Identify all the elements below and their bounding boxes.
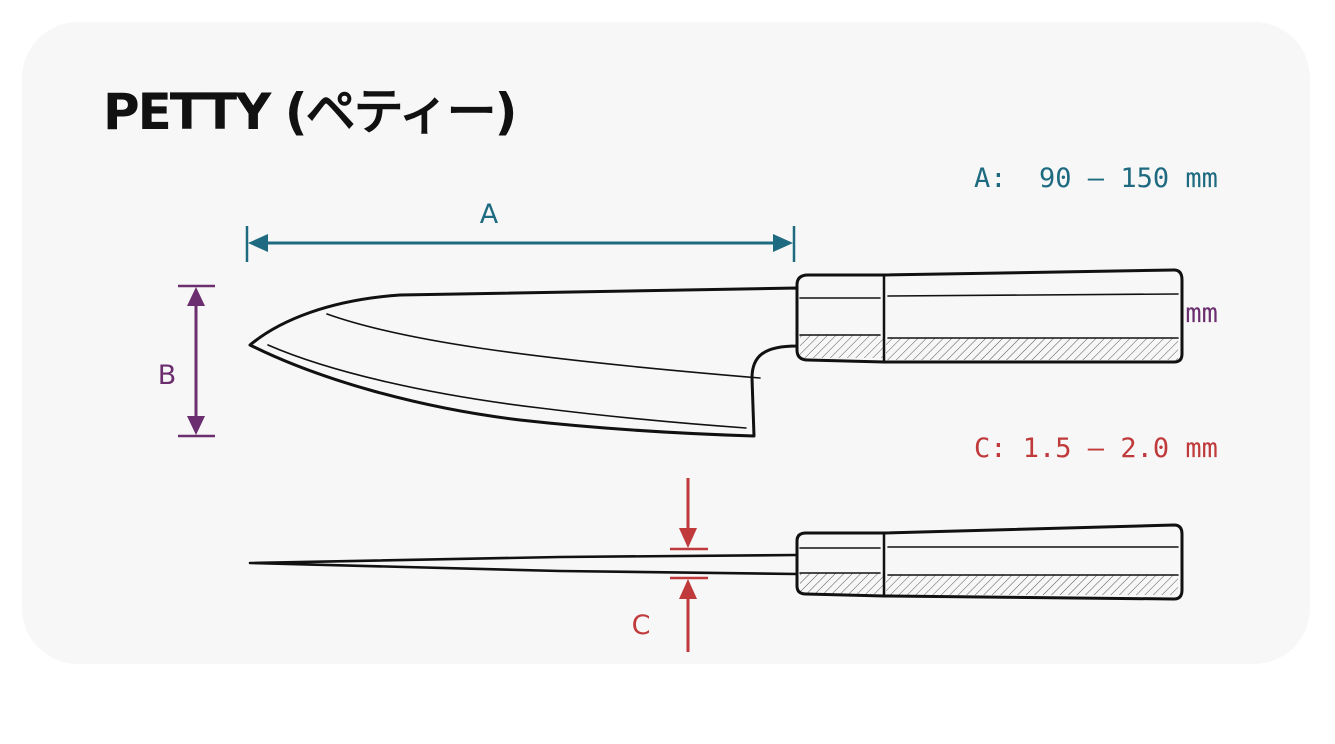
spec-label-a: A: xyxy=(974,163,1007,194)
top-handle-outline xyxy=(795,523,1184,601)
spec-row-c: C: 1.5 – 2.0 mm xyxy=(974,426,1218,471)
top-handle-hatch xyxy=(886,575,1178,595)
knife-side-view xyxy=(248,268,1184,438)
page-title: PETTY (ペティー) xyxy=(103,83,517,141)
side-handle-hatch xyxy=(886,338,1178,360)
side-blade-bevel-lower xyxy=(267,344,747,429)
top-ferrule-hatch xyxy=(800,573,884,594)
side-handle-outline xyxy=(795,268,1184,364)
dim-b-arrow-top xyxy=(187,287,205,306)
top-handle-facet-top xyxy=(799,546,1179,549)
dimension-a: A xyxy=(245,199,796,262)
knife-top-view xyxy=(248,523,1184,601)
top-blade-outline xyxy=(248,553,799,576)
spec-value-a: 90 – 150 mm xyxy=(1022,163,1218,194)
dim-a-label: A xyxy=(480,199,499,230)
dim-c-label: C xyxy=(632,610,651,641)
side-ferrule-hatch xyxy=(800,335,884,358)
spec-row-a: A: 90 – 150 mm xyxy=(974,156,1218,201)
spec-label-c: C: xyxy=(974,433,1007,464)
side-handle-facet-bottom xyxy=(799,334,1179,339)
dim-b-arrow-bottom xyxy=(187,416,205,435)
dim-b-label: B xyxy=(158,360,177,391)
dim-a-arrow-right xyxy=(773,234,793,252)
top-handle-facet-bottom xyxy=(799,572,1179,576)
dimension-b: B xyxy=(158,284,215,438)
spec-value-c: 1.5 – 2.0 mm xyxy=(1022,433,1218,464)
side-blade-bevel-upper xyxy=(326,313,761,379)
dimension-c: C xyxy=(632,478,708,652)
side-handle xyxy=(795,268,1184,364)
side-blade-outline xyxy=(248,286,799,438)
side-handle-facet-top xyxy=(799,293,1179,299)
top-handle xyxy=(795,523,1184,601)
dim-a-arrow-left xyxy=(248,234,268,252)
dim-c-arrow-bottom xyxy=(679,579,697,599)
dim-c-arrow-top xyxy=(679,528,697,548)
